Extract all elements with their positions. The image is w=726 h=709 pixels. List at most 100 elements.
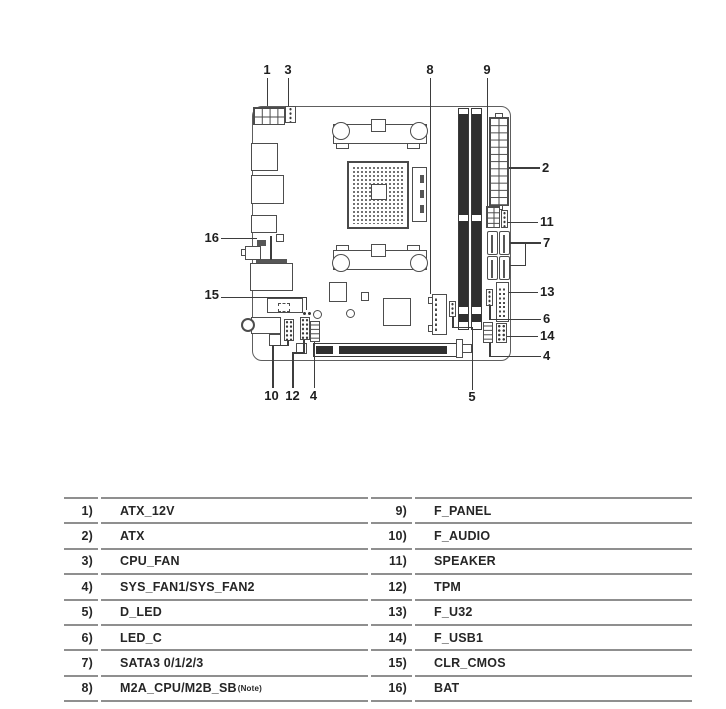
atx-12v-connector [253, 107, 285, 125]
board-outline [252, 106, 511, 361]
chip [361, 292, 369, 301]
battery-connector [245, 246, 261, 260]
m2-tab [428, 325, 433, 332]
legend-num: 7) [64, 649, 98, 674]
callout-line [429, 78, 431, 294]
mounting-hole [346, 309, 355, 318]
legend-name: F_PANEL [415, 497, 692, 522]
callout-cpu-fan: 3 [284, 62, 292, 77]
legend-name: CPU_FAN [101, 547, 368, 573]
legend-name: F_USB1 [415, 623, 692, 649]
callout-d-led: 5 [468, 389, 476, 404]
callout-line [489, 305, 491, 320]
tpm-header [300, 317, 310, 340]
f-usb1-header [496, 323, 507, 343]
rear-io-block [251, 215, 277, 233]
callout-sata: 7 [543, 235, 551, 250]
bracket-screw [332, 122, 350, 140]
bracket-tab [371, 244, 386, 257]
sys-fan2-header [310, 321, 320, 342]
legend-note: (Note) [237, 683, 263, 693]
callout-line [507, 335, 538, 337]
table-bottom-border [415, 700, 692, 703]
dimm-slot-1 [458, 108, 469, 330]
battery-connector-tab [241, 249, 246, 256]
callout-f-panel: 9 [483, 62, 491, 77]
callout-line [303, 340, 305, 353]
legend-name: BAT [415, 674, 692, 700]
legend-num: 12) [371, 573, 412, 598]
callout-line [452, 326, 473, 328]
legend-name: ATX_12V [101, 497, 368, 522]
dimm-slot-2 [471, 108, 482, 330]
audio-jack [241, 318, 255, 332]
sata-connector [499, 231, 510, 255]
legend-num: 3) [64, 547, 98, 573]
callout-line [287, 78, 289, 106]
serial-header-outline [267, 298, 303, 313]
callout-clr-cmos: 15 [204, 287, 219, 302]
callout-line [509, 291, 538, 293]
rear-io-block [251, 175, 284, 204]
motherboard-diagram: 1 3 8 9 2 11 7 13 6 14 4 16 15 10 12 4 5 [204, 62, 555, 404]
callout-line [471, 327, 473, 390]
callout-tpm: 12 [285, 388, 300, 403]
serial-header-dashed [278, 303, 290, 312]
callout-f-audio: 10 [264, 388, 279, 403]
callout-atx: 2 [542, 160, 550, 175]
callout-line [305, 297, 307, 310]
callout-line [287, 340, 289, 346]
table-bottom-border [371, 700, 412, 703]
legend-name: SATA3 0/1/2/3 [101, 649, 368, 674]
callout-line [221, 296, 307, 298]
callout-f-u32: 13 [540, 284, 555, 299]
legend-num: 6) [64, 623, 98, 649]
callout-line [272, 345, 274, 388]
legend-num: 13) [371, 598, 412, 624]
callout-line [486, 78, 488, 206]
legend-num: 14) [371, 623, 412, 649]
callout-speaker: 11 [540, 214, 554, 229]
battery-plug [257, 240, 266, 246]
table-bottom-border [101, 700, 368, 703]
chipset [383, 298, 411, 326]
legend-num: 16) [371, 674, 412, 700]
legend-name: CLR_CMOS [415, 649, 692, 674]
rear-io-block [250, 263, 293, 291]
d-led-header [449, 301, 456, 317]
callout-line [509, 167, 540, 169]
audio-jack-block [251, 317, 281, 334]
f-panel-header [486, 206, 500, 228]
legend-num: 2) [64, 522, 98, 547]
sata-connector [499, 256, 510, 280]
callout-line [510, 264, 525, 266]
clr-cmos-jumper [302, 310, 312, 317]
chip [296, 343, 307, 354]
callout-sys-fan2: 4 [309, 388, 318, 403]
battery-header [276, 234, 284, 242]
m2-tab [428, 297, 433, 304]
legend-num: 9) [371, 497, 412, 522]
f-audio-header [284, 319, 294, 341]
callout-led-c: 6 [543, 311, 551, 326]
socket-center [371, 184, 387, 200]
legend-name: SYS_FAN1/SYS_FAN2 [101, 573, 368, 598]
bracket-foot [407, 245, 420, 251]
cpu-fan-header [285, 106, 296, 123]
callout-f-usb1: 14 [540, 328, 555, 343]
bracket-tab [371, 119, 386, 132]
legend-name: M2A_CPU/M2B_SB(Note) [101, 674, 368, 700]
legend-name-text: M2A_CPU/M2B_SB [120, 681, 237, 696]
legend-num: 15) [371, 649, 412, 674]
sata-connector [487, 231, 498, 255]
legend-num: 11) [371, 547, 412, 573]
cpu-socket [347, 161, 409, 229]
battery-wire [270, 236, 272, 260]
socket-lever [412, 167, 427, 222]
callout-line [272, 344, 288, 346]
callout-atx-12v: 1 [263, 62, 271, 77]
f-u32-header [496, 282, 509, 322]
legend-num: 5) [64, 598, 98, 624]
legend-name: TPM [415, 573, 692, 598]
bracket-foot [407, 143, 420, 149]
